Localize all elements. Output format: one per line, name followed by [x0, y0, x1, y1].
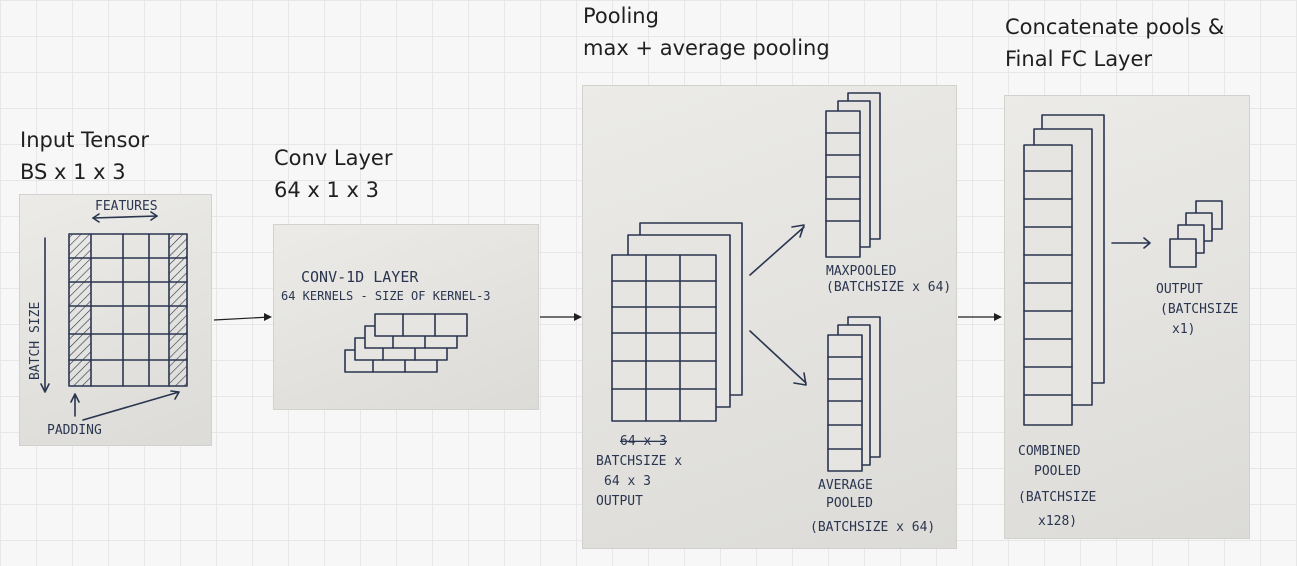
connector-conv-to-pooling-head	[574, 313, 582, 321]
output-stack	[1169, 200, 1223, 268]
features-arrow	[92, 215, 158, 219]
pool-input-line2: 64 x 3	[604, 474, 651, 489]
padding-label: PADDING	[47, 423, 102, 438]
combined-line3: (BATCHSIZE	[1018, 490, 1096, 505]
padding-arrow-left	[70, 393, 80, 417]
conv-layer-sketch: CONV-1D LAYER 64 KERNELS - SIZE OF KERNE…	[273, 224, 539, 410]
input-tensor-sketch: FEATURES BATCH SIZE PADDING	[19, 194, 212, 446]
conv-layer-title-line1: Conv Layer	[274, 146, 393, 170]
pooling-title-line1: Pooling	[583, 4, 659, 28]
avgpool-stack	[827, 316, 881, 472]
arrow-to-avgpool	[749, 330, 807, 386]
final-fc-title-line1: Concatenate pools &	[1005, 15, 1225, 39]
final-fc-title: Concatenate pools & Final FC Layer	[1005, 11, 1224, 75]
batch-size-arrow-head	[40, 383, 50, 393]
right-padding-column	[169, 234, 187, 386]
connector-input-to-conv	[213, 316, 271, 321]
batch-size-label: BATCH SIZE	[28, 302, 43, 380]
conv-layer-title: Conv Layer 64 x 1 x 3	[274, 142, 392, 206]
input-grid	[68, 233, 188, 387]
features-arrow-heads	[92, 211, 158, 223]
input-tensor-title: Input Tensor BS x 1 x 3	[20, 124, 149, 188]
pool-input-line3: OUTPUT	[596, 494, 643, 509]
pooling-title-line2: max + average pooling	[583, 36, 830, 60]
avgpool-line3: (BATCHSIZE x 64)	[810, 520, 935, 535]
maxpool-stack	[825, 92, 881, 258]
conv-sketch-line1: CONV-1D LAYER	[301, 268, 419, 286]
pooling-drawing: 64 x 3 BATCHSIZE x 64 x 3 OUTPUT MAXPOOL…	[596, 92, 951, 535]
conv-sketch-line2: 64 KERNELS - SIZE OF KERNEL-3	[281, 289, 491, 303]
combined-line1: COMBINED	[1018, 444, 1081, 459]
input-tensor-drawing: FEATURES BATCH SIZE PADDING	[28, 199, 188, 438]
maxpool-line1: MAXPOOLED	[826, 264, 897, 279]
conv-kernel-stack	[344, 313, 468, 373]
avgpool-line2: POOLED	[826, 496, 873, 511]
conv-layer-title-line2: 64 x 1 x 3	[274, 178, 379, 202]
pool-input-line1: BATCHSIZE x	[596, 454, 682, 469]
struck-dims: 64 x 3	[620, 434, 667, 449]
final-fc-title-line2: Final FC Layer	[1005, 47, 1153, 71]
output-line1: OUTPUT	[1156, 282, 1203, 297]
final-fc-sketch: OUTPUT (BATCHSIZE x1) COMBINED POOLED (B…	[1004, 95, 1250, 539]
pooling-title: Pooling max + average pooling	[583, 0, 830, 64]
left-padding-column	[69, 234, 91, 386]
output-line3: x1)	[1172, 322, 1195, 337]
conv-layer-drawing: CONV-1D LAYER 64 KERNELS - SIZE OF KERNE…	[281, 268, 491, 373]
output-line2: (BATCHSIZE	[1160, 302, 1238, 317]
feature-map-stack	[611, 222, 743, 422]
maxpool-line2: (BATCHSIZE x 64)	[826, 280, 951, 295]
pooling-sketch: 64 x 3 BATCHSIZE x 64 x 3 OUTPUT MAXPOOL…	[582, 85, 957, 549]
connector-pooling-to-final-head	[994, 313, 1002, 321]
combined-line4: x128)	[1038, 514, 1077, 529]
input-tensor-title-line1: Input Tensor	[20, 128, 149, 152]
final-fc-drawing: OUTPUT (BATCHSIZE x1) COMBINED POOLED (B…	[1018, 114, 1238, 529]
avgpool-line1: AVERAGE	[818, 478, 873, 493]
arrow-to-maxpool	[749, 224, 805, 276]
input-tensor-title-line2: BS x 1 x 3	[20, 160, 126, 184]
combined-pool-stack	[1023, 114, 1105, 426]
connector-input-to-conv-head	[264, 313, 272, 321]
padding-arrow-right	[82, 390, 180, 421]
features-label: FEATURES	[95, 199, 158, 214]
arrow-to-output	[1111, 237, 1151, 249]
combined-line2: POOLED	[1034, 464, 1081, 479]
